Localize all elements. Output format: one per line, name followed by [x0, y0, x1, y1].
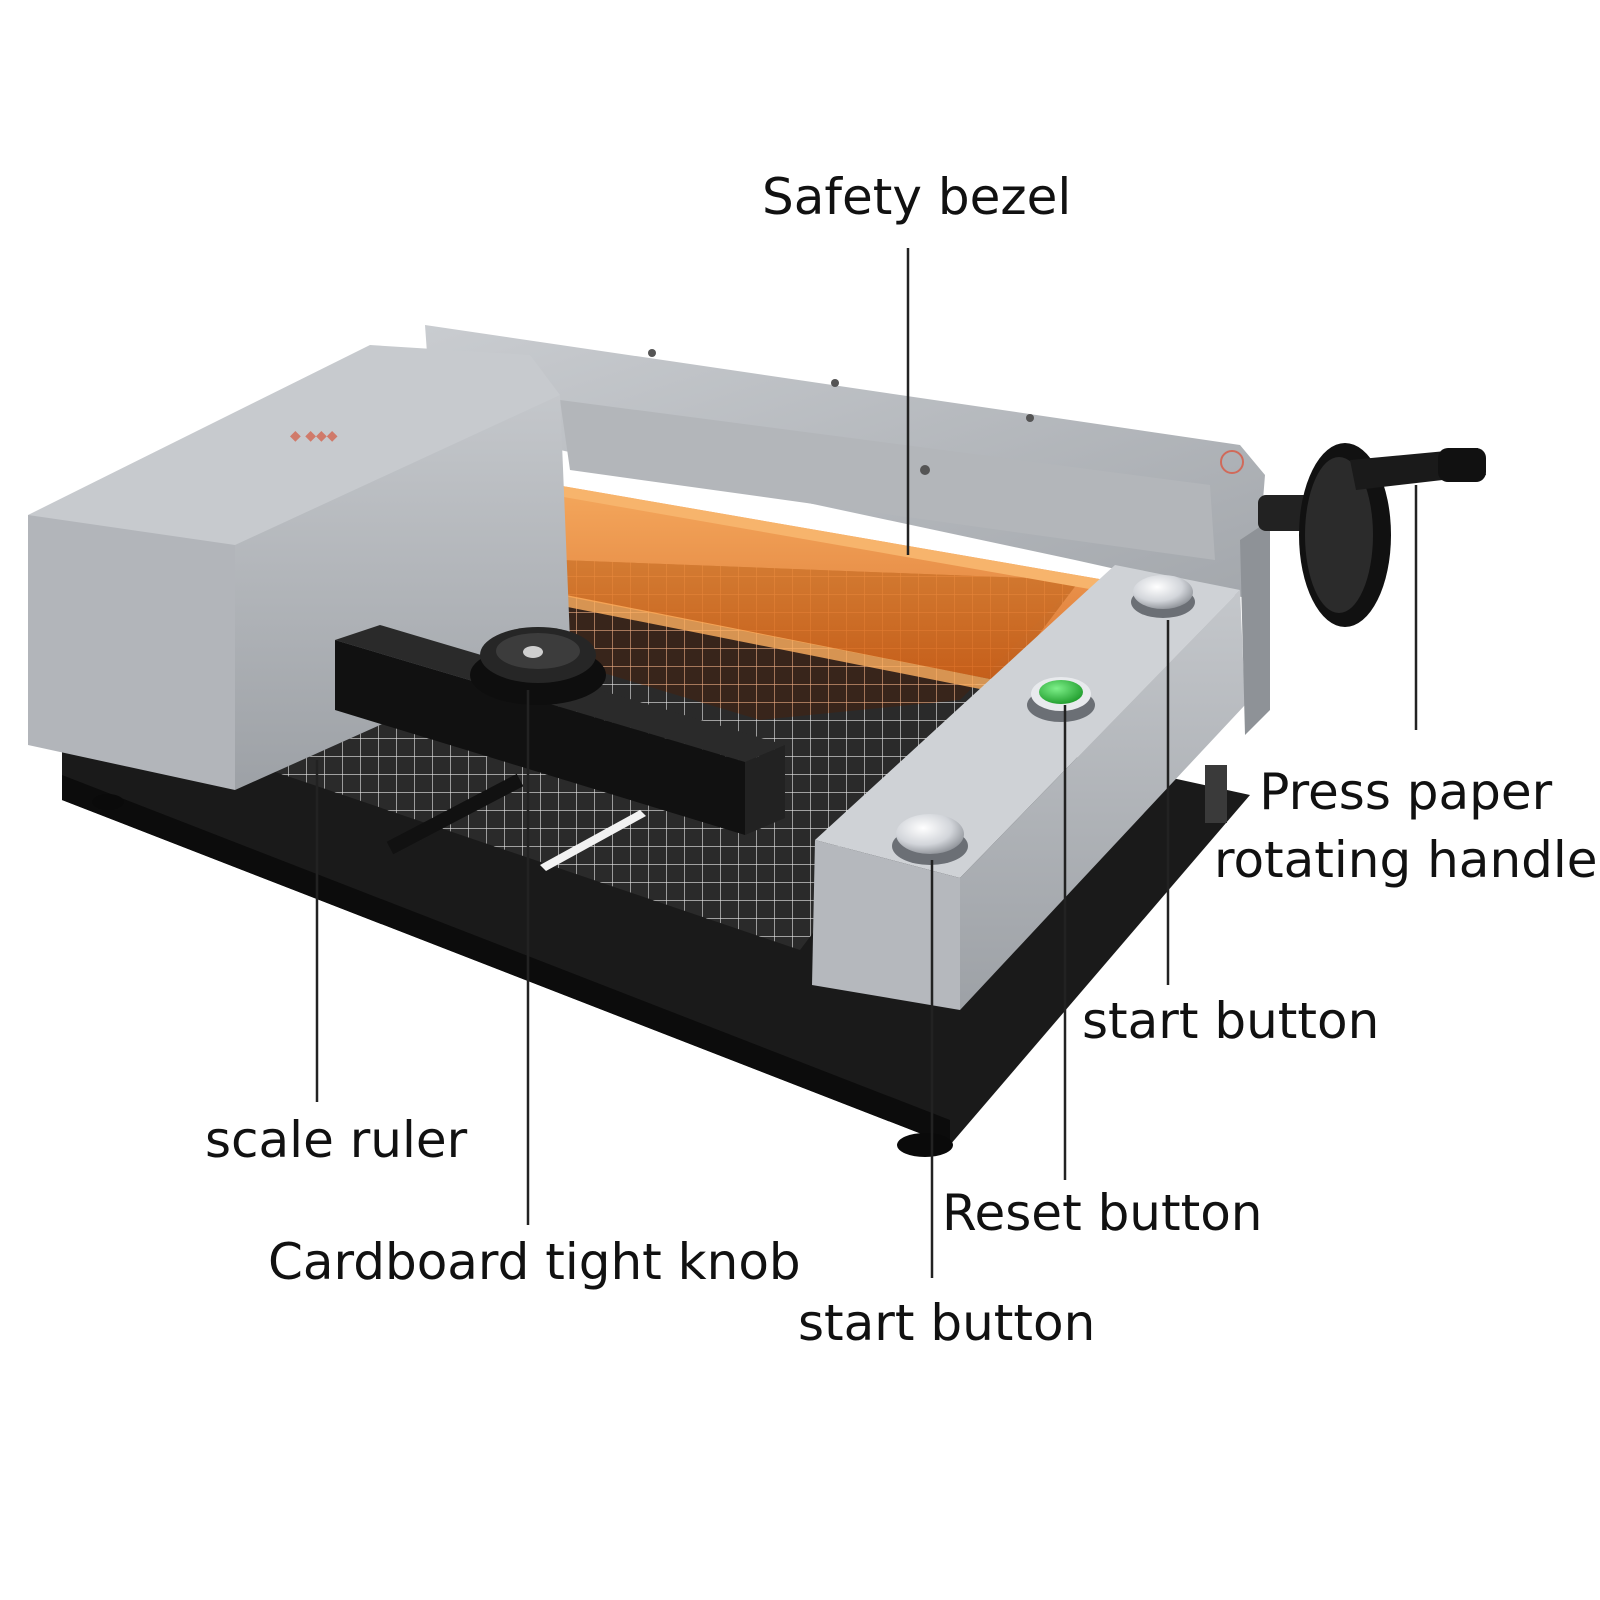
back-gauge-front	[335, 640, 745, 835]
rear-frame-inner	[560, 400, 1215, 560]
safety-bezel-top	[470, 470, 1105, 590]
frame-screw	[1026, 414, 1034, 422]
label-scale-ruler: scale ruler	[205, 1111, 468, 1169]
safety-bezel-glow	[432, 570, 995, 690]
label-press-paper-handle-line2: rotating handle	[1214, 831, 1598, 889]
machine-base-side	[62, 775, 950, 1145]
start-button-icon[interactable]	[1131, 575, 1195, 618]
safety-bezel-shape	[430, 470, 1105, 680]
frame-badge	[1220, 450, 1244, 474]
frame-screw	[648, 349, 656, 357]
control-box-side	[960, 590, 1245, 1010]
frame-screw	[920, 465, 930, 475]
side-latch	[1205, 765, 1227, 823]
label-cardboard-tight-knob: Cardboard tight knob	[268, 1233, 801, 1291]
foot-front	[897, 1133, 953, 1157]
housing-logo: ◆ ◆◆◆	[290, 428, 338, 444]
scale-ruler-strip-2	[540, 810, 646, 871]
handle-icon[interactable]	[1258, 443, 1486, 627]
left-housing-top	[28, 345, 560, 560]
label-start-button-bottom: start button	[798, 1294, 1096, 1352]
label-press-paper-handle-line1: Press paper	[1259, 763, 1553, 821]
side-bracket	[1240, 520, 1270, 735]
label-safety-bezel: Safety bezel	[762, 168, 1072, 226]
label-reset-button: Reset button	[942, 1184, 1263, 1242]
foot-left	[92, 794, 124, 810]
frame-screw	[831, 379, 839, 387]
control-box-front	[812, 840, 960, 1010]
left-housing-side	[235, 395, 570, 790]
left-housing-front	[28, 515, 235, 790]
control-box-top	[815, 565, 1240, 878]
cut-channel	[386, 773, 524, 855]
label-start-button-right: start button	[1082, 992, 1380, 1050]
knob-icon[interactable]	[470, 627, 606, 705]
reset-button-icon[interactable]	[1027, 677, 1095, 722]
back-gauge-side	[745, 745, 785, 835]
start-button-icon[interactable]	[892, 814, 968, 865]
label-press-paper-handle: Press paper rotating handle	[1214, 758, 1598, 894]
